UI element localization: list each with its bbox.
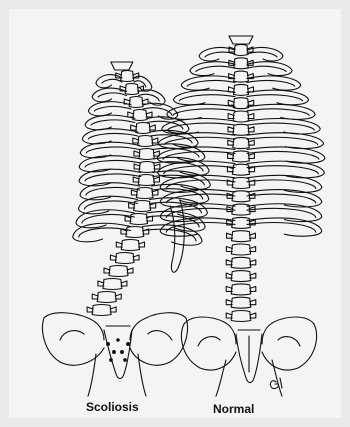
scoliosis-rib-right xyxy=(150,198,208,217)
scoliosis-rib-left xyxy=(82,129,138,144)
normal-vertebra xyxy=(227,164,254,175)
scoliosis-rib-left xyxy=(92,88,127,102)
normal-rib-right xyxy=(247,76,301,90)
normal-vertebra xyxy=(226,297,256,308)
normal-rib-left xyxy=(199,48,235,61)
scoliosis-vertebra xyxy=(125,214,152,225)
normal-rib-right xyxy=(247,104,315,119)
normal-vertebra xyxy=(226,244,255,255)
normal-pelvis xyxy=(181,317,316,396)
normal-vertebra xyxy=(228,124,254,135)
scoliosis-rib-left xyxy=(96,75,122,88)
normal-vertebra xyxy=(227,191,255,202)
normal-vertebra xyxy=(228,98,253,109)
normal-vertebra xyxy=(226,271,256,282)
scoliosis-vertebra xyxy=(116,240,144,251)
normal-rib-right xyxy=(247,90,309,105)
normal-vertebra xyxy=(227,231,256,242)
scoliosis-vertebra xyxy=(92,292,121,303)
normal-vertebra xyxy=(226,257,256,268)
normal-rib-right xyxy=(247,119,320,134)
scoliosis-vertebra xyxy=(128,110,152,121)
scoliosis-pelvis xyxy=(43,313,188,396)
normal-vertebra xyxy=(228,84,253,95)
scoliosis-vertebra xyxy=(121,227,149,238)
artist-signature-mark xyxy=(270,378,282,389)
normal-vertebra xyxy=(226,284,256,295)
scoliosis-label: Scoliosis xyxy=(86,400,139,414)
scoliosis-vertebra-top xyxy=(111,62,133,70)
scoliosis-vertebra xyxy=(124,97,148,108)
normal-vertebra xyxy=(229,71,254,82)
normal-rib-left xyxy=(173,90,235,105)
scoliosis-vertebra xyxy=(134,162,160,173)
normal-vertebra-top xyxy=(229,36,253,44)
scoliosis-vertebra xyxy=(98,279,127,290)
normal-label: Normal xyxy=(213,402,254,416)
scoliosis-vertebra xyxy=(104,266,133,277)
normal-vertebra xyxy=(226,311,256,322)
scoliosis-vertebra xyxy=(87,305,116,316)
scoliosis-vertebra xyxy=(120,84,143,95)
scoliosis-vertebra xyxy=(110,253,139,264)
normal-rib-left xyxy=(162,119,235,134)
normal-rib-right xyxy=(247,48,283,61)
normal-vertebra xyxy=(227,217,256,228)
normal-vertebra xyxy=(227,178,255,189)
normal-spine xyxy=(226,36,256,322)
scoliosis-rib-left xyxy=(85,115,135,130)
normal-rib-left xyxy=(181,76,235,90)
